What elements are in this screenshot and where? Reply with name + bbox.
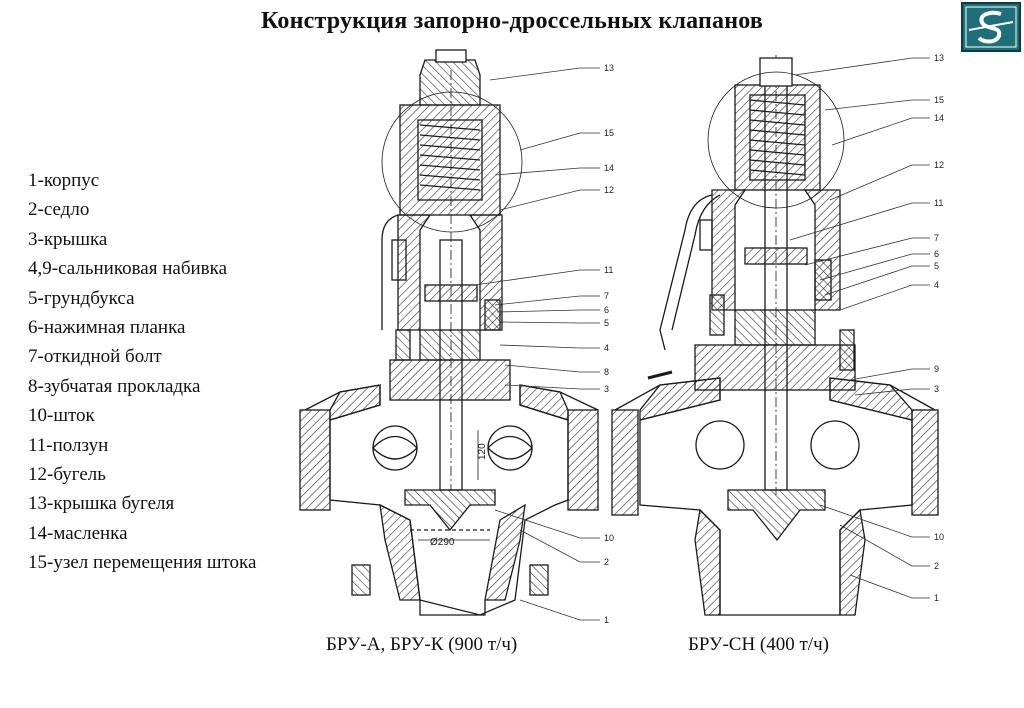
callout-label: 3 (934, 384, 939, 394)
dimension-label: Ø290 (430, 537, 455, 548)
legend-item: 1-корпус (28, 170, 100, 191)
callout-label: 6 (604, 305, 609, 315)
callout-label: 10 (934, 532, 944, 542)
legend-item: 13-крышка бугеля (28, 493, 175, 515)
callout-label: 1 (604, 615, 609, 625)
left-valve-drawing (299, 49, 599, 616)
callout-label: 2 (934, 561, 939, 571)
callout-label: 15 (934, 95, 944, 105)
callout-label: 12 (934, 160, 944, 170)
legend-item: 2-седло (28, 199, 90, 221)
legend-item: 8-зубчатая прокладка (28, 375, 201, 397)
logo-icon (961, 2, 1021, 52)
callout-label: 9 (934, 364, 939, 374)
legend-item: 15-узел перемещения штока (28, 552, 257, 574)
legend-item: 14-масленка (28, 522, 128, 544)
legend-item: 12-бугель (28, 464, 106, 486)
callout-label: 4 (934, 280, 939, 290)
legend-item: 4,9-сальниковая набивка (28, 258, 228, 280)
legend-item: 6-нажимная планка (28, 317, 186, 339)
legend-item: 5-грундбукса (28, 287, 135, 309)
legend-item: 3-крышка (28, 228, 108, 250)
callout-label: 14 (934, 113, 944, 123)
callout-label: 7 (604, 291, 609, 301)
callout-label: 6 (934, 249, 939, 259)
callout-label: 12 (604, 185, 614, 195)
callout-label: 7 (934, 233, 939, 243)
callout-label: 14 (604, 163, 614, 173)
callout-label: 5 (934, 261, 939, 271)
left-valve-caption: БРУ-А, БРУ-К (900 т/ч) (326, 634, 518, 655)
right-valve-drawing (611, 55, 939, 616)
callout-label: 11 (604, 265, 613, 275)
callout-label: 3 (604, 384, 609, 394)
right-valve-caption: БРУ-СН (400 т/ч) (688, 634, 829, 655)
logo (961, 2, 1021, 52)
right-callouts: 13 15 14 12 11 7 6 5 4 9 3 10 2 1 (934, 53, 944, 603)
callout-label: 11 (934, 198, 943, 208)
legend-item: 10-шток (28, 405, 95, 427)
callout-label: 13 (604, 63, 614, 73)
callout-label: 2 (604, 557, 609, 567)
callout-label: 15 (604, 128, 614, 138)
callout-label: 8 (604, 367, 609, 377)
callout-label: 5 (604, 318, 609, 328)
page-title: Конструкция запорно-дроссельных клапанов (260, 8, 764, 34)
left-callouts: 13 15 14 12 11 7 6 5 4 8 3 10 2 1 (604, 63, 614, 625)
callout-label: 4 (604, 343, 609, 353)
callout-label: 10 (604, 533, 614, 543)
callout-label: 1 (934, 593, 939, 603)
legend-item: 11-ползун (28, 434, 109, 456)
callout-label: 13 (934, 53, 944, 63)
legend-item: 7-откидной болт (28, 346, 162, 368)
dimension-label: 120 (477, 443, 488, 460)
right-callout-leaders (789, 57, 930, 599)
parts-legend: 1-корпус 2-седло 3-крышка 4,9-сальникова… (28, 166, 256, 578)
left-callout-leaders (474, 67, 600, 621)
